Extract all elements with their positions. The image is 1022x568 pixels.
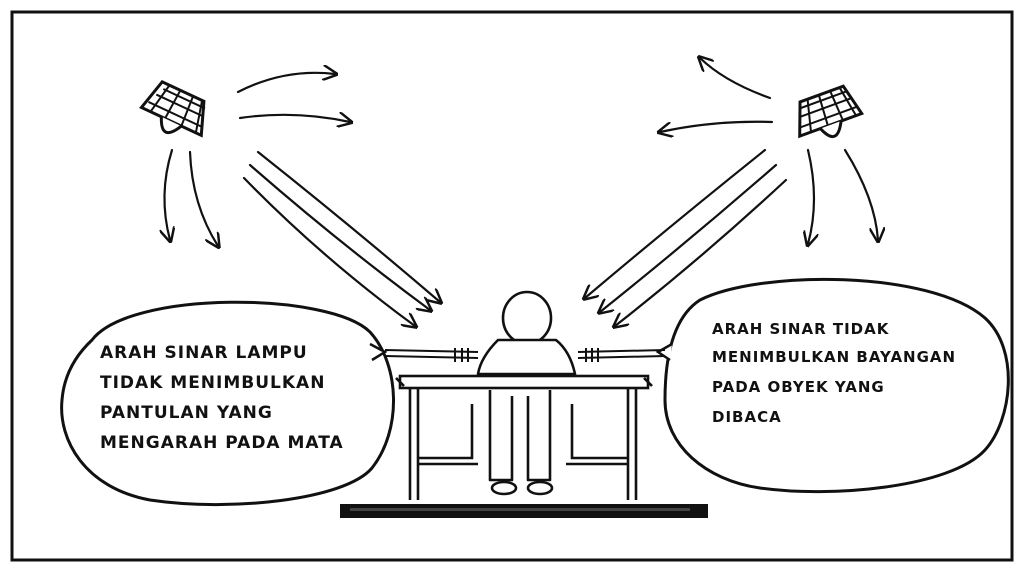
arrow-icon: [236, 73, 335, 94]
arrow-icon: [238, 115, 350, 122]
left-note-line: PANTULAN YANG: [100, 403, 273, 423]
left-note-line: TIDAK MENIMBULKAN: [100, 373, 325, 393]
right-light-rays: [585, 58, 878, 326]
lamp-icon-left: [139, 79, 206, 138]
arrow-icon: [585, 148, 767, 298]
right-note-line: DIBACA: [712, 408, 782, 426]
arrow-icon: [700, 58, 772, 100]
left-note-text: ARAH SINAR LAMPU TIDAK MENIMBULKAN PANTU…: [100, 343, 344, 453]
arrow-icon: [600, 163, 778, 312]
arrow-icon: [660, 120, 774, 132]
arrow-icon: [843, 148, 878, 240]
person-icon: [476, 290, 577, 496]
right-note-bubble: [655, 277, 1010, 494]
arrow-icon: [242, 176, 415, 326]
arrow-icon: [615, 178, 788, 326]
right-note-text: ARAH SINAR TIDAK MENIMBULKAN BAYANGAN PA…: [712, 320, 956, 426]
arrow-icon: [256, 150, 440, 302]
left-note-line: ARAH SINAR LAMPU: [100, 343, 308, 363]
arrow-icon: [188, 150, 218, 246]
lamp-icon-right: [798, 84, 865, 139]
reflection-lines: [384, 348, 666, 362]
arrow-icon: [808, 148, 814, 244]
right-note-line: PADA OBYEK YANG: [712, 378, 885, 396]
left-light-rays: [164, 73, 440, 326]
left-note-bubble: [60, 300, 395, 507]
left-note-line: MENGARAH PADA MATA: [100, 433, 344, 453]
right-note-line: MENIMBULKAN BAYANGAN: [712, 348, 956, 366]
arrow-icon: [164, 148, 172, 240]
diagram-frame: [10, 10, 1014, 562]
desk-icon: [395, 374, 653, 500]
arrow-icon: [248, 163, 430, 310]
floor-base-highlight: [350, 508, 690, 511]
right-note-line: ARAH SINAR TIDAK: [712, 320, 890, 338]
